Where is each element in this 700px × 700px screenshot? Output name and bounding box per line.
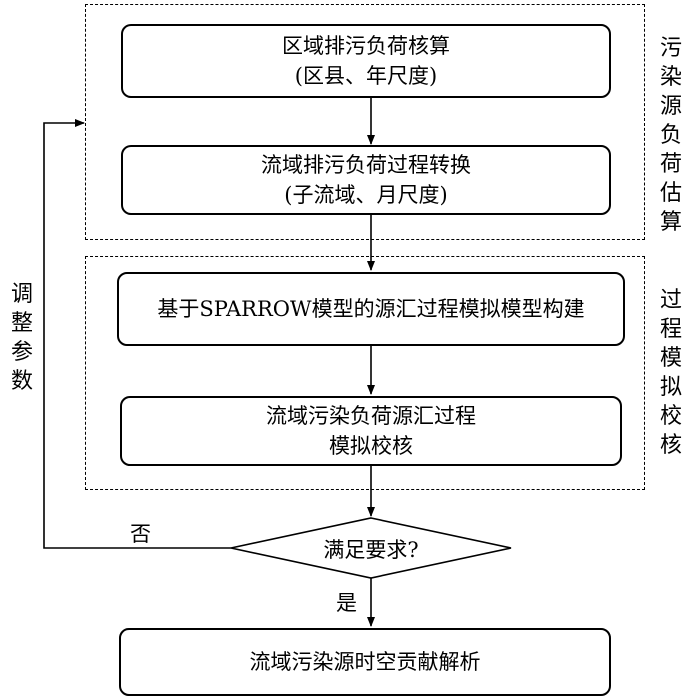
box-final-analysis-line1: 流域污染源时空贡献解析 <box>249 650 481 674</box>
group-label-pollution-estimation: 污染源负荷估算 <box>659 36 682 235</box>
box-regional-accounting-line1: 区域排污负荷核算 <box>282 34 450 58</box>
no-branch-label: 否 <box>130 522 151 546</box>
adjust-parameters-label: 调整参数 <box>10 282 33 394</box>
box-basin-conversion-line1: 流域排污负荷过程转换 <box>261 153 471 177</box>
box-source-sink-calibration-line1: 流域污染负荷源汇过程 <box>266 404 476 428</box>
box-basin-conversion: 流域排污负荷过程转换 (子流域、月尺度) <box>121 145 611 215</box>
decision-label: 满足要求? <box>323 538 419 562</box>
box-source-sink-calibration: 流域污染负荷源汇过程 模拟校核 <box>120 396 622 466</box>
box-regional-accounting-line2: (区县、年尺度) <box>294 64 438 88</box>
yes-branch-label: 是 <box>336 591 357 615</box>
box-sparrow-model-line1: 基于SPARROW模型的源汇过程模拟模型构建 <box>157 297 585 321</box>
box-basin-conversion-line2: (子流域、月尺度) <box>284 183 448 207</box>
group-label-process-calibration: 过程模拟校核 <box>659 288 682 458</box>
group-process-calibration <box>85 256 645 490</box>
box-regional-accounting: 区域排污负荷核算 (区县、年尺度) <box>121 24 611 98</box>
box-final-analysis: 流域污染源时空贡献解析 <box>119 628 611 696</box>
feedback-loop-line <box>43 119 231 549</box>
group-pollution-estimation <box>85 4 645 240</box>
box-sparrow-model: 基于SPARROW模型的源汇过程模拟模型构建 <box>117 272 625 346</box>
box-source-sink-calibration-line2: 模拟校核 <box>329 434 413 458</box>
